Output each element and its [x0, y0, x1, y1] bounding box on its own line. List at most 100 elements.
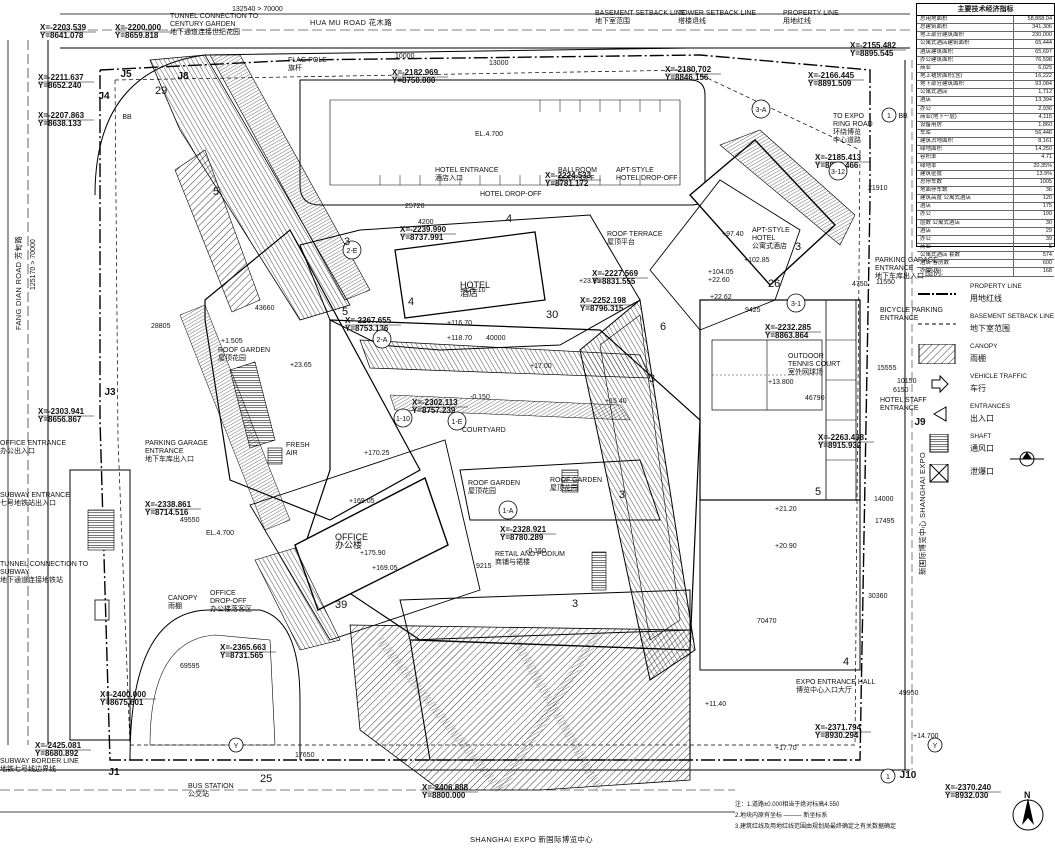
shaft-icon: [929, 434, 949, 453]
table-cell-value: 574: [1042, 252, 1052, 259]
canopy-symbol: [918, 344, 956, 364]
elevation-mark: -0.150: [526, 548, 546, 555]
table-cell-value: 13,394: [1035, 97, 1052, 104]
property-line-symbol: [918, 293, 956, 295]
table-cell-name: 办公建筑面积: [917, 56, 1014, 64]
dimension-14000: 14000: [874, 496, 894, 503]
table-cell-name: 绿地率: [917, 162, 1014, 170]
diagonal-spine: [579, 299, 696, 681]
grid-marker-circle: [786, 293, 806, 313]
table-cell-value: 14,250: [1035, 146, 1052, 153]
story-count-26: 26: [768, 278, 780, 290]
elevation-mark: +17.00: [530, 363, 552, 370]
elevation-mark: +17.70: [775, 745, 797, 752]
table-cell-value: 2,936: [1038, 105, 1052, 112]
table-cell-name: 办公: [917, 211, 1014, 219]
table-cell-value: 56,446: [1035, 129, 1052, 136]
legend-shaft: SHAFT 通风口: [915, 432, 1055, 458]
dimension-10000: 10000: [395, 53, 415, 60]
table-cell-name: 办公: [917, 268, 1014, 276]
table-cell-value: 58,868.04: [1027, 16, 1052, 22]
left-dimension: 125170 > 70000: [30, 239, 37, 290]
grid-marker-circle: [372, 329, 392, 349]
table-cell-name: 酒店建筑面积: [917, 48, 1014, 56]
table-cell-value: 1005: [1039, 178, 1052, 185]
dimension-40000: 40000: [486, 335, 506, 342]
north-label: N: [1024, 790, 1031, 800]
north-arrow: N: [1012, 790, 1044, 831]
table-cell-value: 13.9%: [1036, 170, 1052, 177]
tennis-side-block: [825, 299, 857, 501]
legend-canopy: CANOPY 雨棚: [915, 342, 1055, 368]
elevation-mark: +102.85: [744, 257, 770, 264]
table-row: 商业 5: [917, 243, 1054, 253]
table-cell-value: 4,115: [1038, 113, 1052, 120]
grid-marker-J4: J4: [98, 91, 110, 102]
table-cell-name: 公寓式酒店: [917, 89, 1014, 97]
table-row: 公寓式酒店 1,712: [917, 89, 1054, 98]
elevation-mark: +125.10: [460, 287, 486, 294]
elevation-mark: +23.65: [290, 362, 312, 369]
expo-crossing-beams: [376, 627, 604, 793]
table-cell-value: 4.71: [1041, 154, 1052, 161]
table-cell-name: 容积率: [917, 154, 1014, 162]
table-cell-name: 公寓式酒店 套数: [917, 252, 1014, 260]
elevation-mark: +13.800: [768, 379, 794, 386]
table-cell-name: 酒店: [917, 203, 1014, 211]
subway-entrance-block: [87, 509, 115, 551]
grid-marker-circle: [751, 99, 771, 119]
dimension-21910: 21910: [868, 185, 888, 192]
table-cell-name: 总建筑面积: [917, 24, 1014, 32]
legend: 图例: PROPERTY LINE 用地红线 BASEMENT SETBACK …: [915, 262, 1055, 494]
subway-small: [94, 599, 110, 621]
table-cell-name: 商业: [917, 243, 1014, 252]
dimension-30360: 30360: [868, 593, 888, 600]
story-count-5: 5: [342, 306, 348, 318]
grid-marker-3-A: 3-A: [751, 99, 771, 119]
table-row: 公寓式酒店 套数 574: [917, 252, 1054, 261]
grid-marker-1: 1: [881, 107, 897, 123]
legend-title: 图例:: [925, 268, 944, 277]
elevation-labels: +125.10+116.70+118.70+23.65+17.00+170.25…: [206, 131, 939, 752]
grid-marker-circle: [447, 411, 467, 431]
table-cell-value: 65,444: [1035, 40, 1052, 47]
table-title: 主要技术经济指标: [917, 4, 1054, 16]
grid-marker-label: J10: [900, 770, 917, 781]
hotel-podium: [299, 214, 641, 351]
grid-marker-label: 1-10: [396, 416, 410, 423]
dimension-69595: 69595: [180, 663, 200, 670]
dimension-17650: 17650: [295, 752, 315, 759]
table-cell-value: 16,222: [1035, 72, 1052, 79]
table-cell-value: 5: [1048, 243, 1052, 250]
table-cell-value: 1,712: [1038, 89, 1052, 96]
grid-marker-label: BB: [122, 114, 132, 121]
table-cell-value: 120: [1042, 195, 1052, 202]
